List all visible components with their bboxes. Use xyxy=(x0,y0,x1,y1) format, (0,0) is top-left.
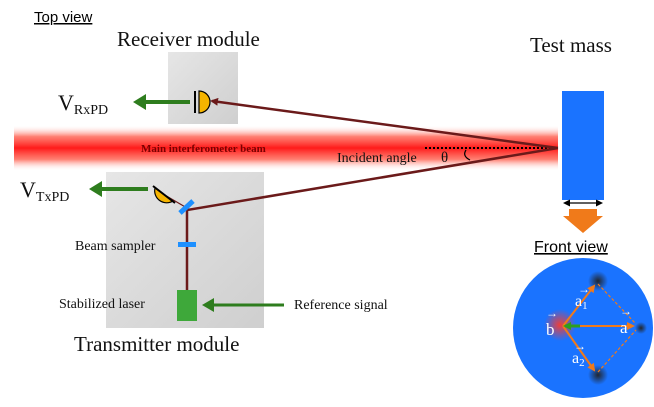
beam-sampler-label: Beam sampler xyxy=(75,239,156,254)
vector-a2-label: a2 xyxy=(572,350,585,369)
vector-a1-label: a1 xyxy=(575,293,588,312)
right-spot xyxy=(635,322,647,334)
vector-b-arrow-glyph: → xyxy=(546,306,558,320)
tx-photodiode-face xyxy=(152,185,176,204)
v-rx-label: VRxPD xyxy=(58,90,108,118)
top-spot xyxy=(588,271,608,291)
steering-mirror-icon xyxy=(178,199,195,215)
vector-a-label: a xyxy=(620,318,628,337)
vector-a-arrow-glyph: → xyxy=(620,304,632,318)
vector-a1-arrow-glyph: → xyxy=(578,282,590,296)
test-mass-front-view xyxy=(513,258,653,398)
vector-a1 xyxy=(562,284,596,327)
main-beam-label: Main interferometer beam xyxy=(141,143,266,155)
vector-a2 xyxy=(562,325,596,372)
receiver-module-label: Receiver module xyxy=(117,27,260,51)
dashed-a1-a xyxy=(597,283,637,325)
v-tx-label: VTxPD xyxy=(20,177,69,205)
laser-path-transmit xyxy=(185,146,559,305)
transmitter-module-label: Transmitter module xyxy=(74,332,239,356)
down-arrow-icon xyxy=(563,209,603,233)
stabilized-laser-label: Stabilized laser xyxy=(59,297,145,312)
v-tx-arrowhead xyxy=(89,181,102,197)
reference-signal-label: Reference signal xyxy=(294,298,388,313)
vector-a2-arrow-glyph: → xyxy=(574,339,586,353)
v-rx-arrowhead xyxy=(133,94,146,110)
theta-symbol: θ xyxy=(441,150,448,166)
beam-sampler-icon xyxy=(178,242,196,247)
dashed-a2-a xyxy=(597,329,637,373)
laser-path-reflect xyxy=(210,97,559,150)
bottom-spot xyxy=(588,365,608,385)
stabilized-laser-icon xyxy=(177,290,197,321)
reference-signal-arrowhead xyxy=(202,298,214,312)
receiver-module-box xyxy=(168,52,238,124)
main-interferometer-beam xyxy=(14,125,558,171)
incident-angle-label: Incident angle xyxy=(337,151,417,166)
vector-b-label: b xyxy=(546,320,555,339)
front-view-label: Front view xyxy=(534,239,608,256)
test-mass-label: Test mass xyxy=(530,33,612,57)
test-mass xyxy=(562,91,604,200)
rx-photodiode-icon xyxy=(198,90,211,114)
angle-arc xyxy=(464,149,471,161)
top-view-label: Top view xyxy=(34,9,93,26)
